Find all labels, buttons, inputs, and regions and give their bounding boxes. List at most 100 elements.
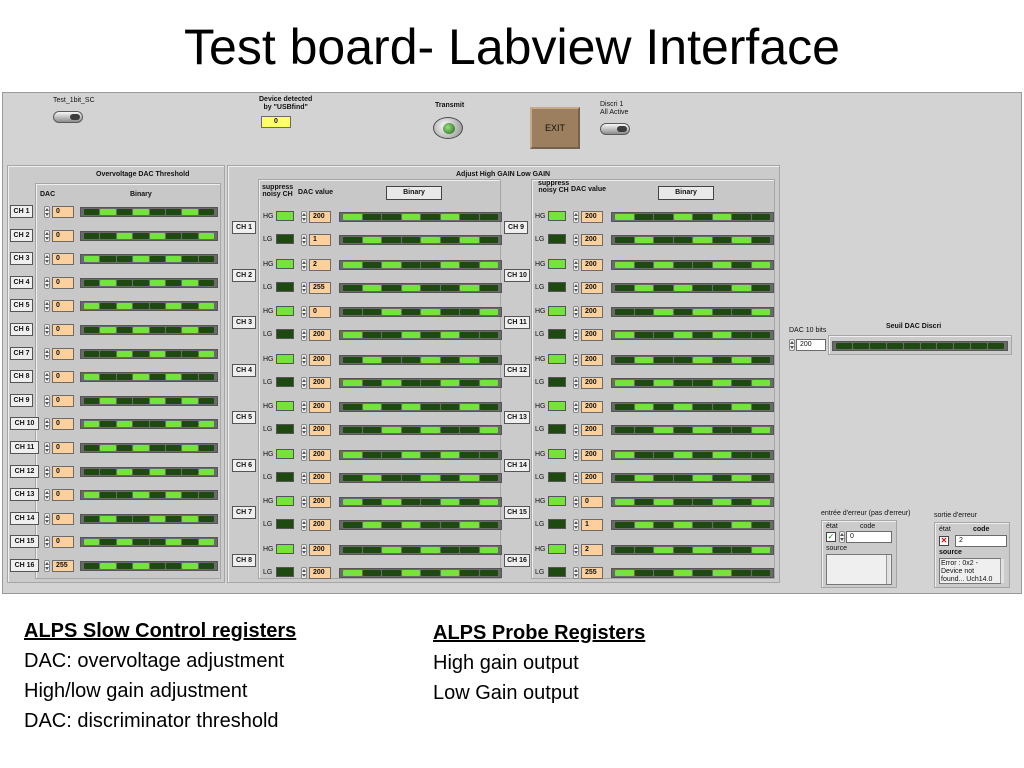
ov-dac-value[interactable]: 0 [52, 371, 74, 384]
error-in-status-check-icon[interactable]: ✓ [826, 532, 836, 542]
gain-dac-spinner[interactable] [301, 448, 307, 461]
suppress-noisy-led[interactable] [548, 281, 566, 292]
suppress-noisy-led[interactable] [548, 401, 566, 411]
ov-dac-value[interactable]: 0 [52, 394, 74, 407]
gain-dac-spinner[interactable] [573, 353, 579, 366]
suppress-noisy-led[interactable] [276, 234, 294, 244]
suppress-noisy-led[interactable] [276, 448, 294, 459]
gain-dac-spinner[interactable] [301, 211, 307, 223]
ov-dac-value[interactable]: 0 [52, 489, 74, 502]
ov-dac-spinner[interactable] [44, 560, 50, 572]
ov-dac-spinner[interactable] [44, 206, 50, 218]
gain-dac-spinner[interactable] [573, 519, 579, 531]
gain-dac-value[interactable]: 200 [581, 401, 603, 413]
ov-dac-spinner[interactable] [44, 418, 50, 431]
ov-dac-spinner[interactable] [44, 465, 50, 478]
error-in-source-field[interactable] [826, 554, 892, 585]
ov-dac-value[interactable]: 255 [52, 560, 74, 572]
gain-dac-spinner[interactable] [573, 306, 579, 318]
gain-dac-spinner[interactable] [301, 353, 307, 366]
gain-dac-spinner[interactable] [573, 401, 579, 413]
gain-dac-value[interactable]: 200 [581, 448, 603, 461]
ov-dac-spinner[interactable] [44, 536, 50, 549]
gain-dac-value[interactable]: 200 [309, 519, 331, 531]
ov-dac-spinner[interactable] [44, 253, 50, 266]
suppress-noisy-led[interactable] [276, 496, 294, 506]
gain-dac-value[interactable]: 1 [581, 519, 603, 531]
suppress-noisy-led[interactable] [276, 424, 294, 434]
gain-dac-value[interactable]: 200 [309, 376, 331, 389]
gain-dac-spinner[interactable] [573, 329, 579, 341]
transmit-button[interactable] [433, 117, 463, 139]
gain-dac-value[interactable]: 200 [309, 353, 331, 366]
suppress-noisy-led[interactable] [548, 543, 566, 554]
suppress-noisy-led[interactable] [548, 234, 566, 244]
discri-toggle[interactable] [600, 123, 630, 135]
gain-dac-spinner[interactable] [301, 258, 307, 271]
gain-dac-value[interactable]: 2 [309, 258, 331, 271]
gain-dac-spinner[interactable] [301, 471, 307, 484]
ov-dac-spinner[interactable] [44, 489, 50, 502]
suppress-noisy-led[interactable] [548, 471, 566, 482]
gain-dac-spinner[interactable] [301, 281, 307, 294]
suppress-noisy-led[interactable] [276, 281, 294, 292]
suppress-noisy-led[interactable] [548, 211, 566, 221]
gain-dac-spinner[interactable] [573, 471, 579, 484]
error-in-code-value[interactable]: 0 [846, 531, 892, 543]
ov-dac-value[interactable]: 0 [52, 276, 74, 289]
suppress-noisy-led[interactable] [276, 543, 294, 554]
suppress-noisy-led[interactable] [276, 306, 294, 316]
gain-dac-spinner[interactable] [301, 543, 307, 556]
suppress-noisy-led[interactable] [276, 376, 294, 387]
suppress-noisy-led[interactable] [548, 258, 566, 269]
suppress-noisy-led[interactable] [548, 376, 566, 387]
ov-dac-spinner[interactable] [44, 229, 50, 242]
suppress-noisy-led[interactable] [548, 496, 566, 506]
suppress-noisy-led[interactable] [548, 353, 566, 364]
gain-dac-value[interactable]: 200 [309, 401, 331, 413]
suppress-noisy-led[interactable] [548, 424, 566, 434]
suppress-noisy-led[interactable] [276, 258, 294, 269]
gain-dac-value[interactable]: 200 [581, 258, 603, 271]
suppress-noisy-led[interactable] [548, 448, 566, 459]
ov-dac-value[interactable]: 0 [52, 253, 74, 266]
gain-dac-spinner[interactable] [573, 543, 579, 556]
gain-dac-value[interactable]: 200 [309, 329, 331, 341]
gain-dac-spinner[interactable] [301, 306, 307, 318]
error-out-scrollbar[interactable] [1000, 559, 1004, 583]
ov-dac-value[interactable]: 0 [52, 418, 74, 431]
suppress-noisy-led[interactable] [276, 519, 294, 529]
ov-dac-spinner[interactable] [44, 442, 50, 454]
gain-dac-spinner[interactable] [301, 566, 307, 579]
suppress-noisy-led[interactable] [548, 519, 566, 529]
suppress-noisy-led[interactable] [276, 566, 294, 577]
gain-dac-value[interactable]: 200 [581, 471, 603, 484]
suppress-noisy-led[interactable] [548, 306, 566, 316]
gain-dac-value[interactable]: 200 [309, 424, 331, 436]
gain-dac-value[interactable]: 1 [309, 234, 331, 246]
gain-dac-value[interactable]: 200 [581, 376, 603, 389]
seuil-value[interactable]: 200 [796, 339, 826, 351]
gain-dac-spinner[interactable] [301, 519, 307, 531]
ov-dac-spinner[interactable] [44, 347, 50, 360]
test-bit-toggle[interactable] [53, 111, 83, 123]
gain-dac-spinner[interactable] [573, 566, 579, 579]
suppress-noisy-led[interactable] [548, 329, 566, 339]
gain-dac-spinner[interactable] [301, 424, 307, 436]
ov-dac-value[interactable]: 0 [52, 229, 74, 242]
gain-dac-spinner[interactable] [573, 496, 579, 508]
gain-dac-spinner[interactable] [301, 376, 307, 389]
gain-dac-value[interactable]: 0 [581, 496, 603, 508]
ov-dac-value[interactable]: 0 [52, 324, 74, 336]
gain-dac-spinner[interactable] [573, 376, 579, 389]
exit-button[interactable]: EXIT [530, 107, 580, 149]
gain-dac-value[interactable]: 200 [309, 496, 331, 508]
ov-dac-value[interactable]: 0 [52, 442, 74, 454]
gain-dac-spinner[interactable] [301, 234, 307, 246]
gain-dac-value[interactable]: 200 [309, 471, 331, 484]
gain-dac-spinner[interactable] [301, 329, 307, 341]
gain-dac-value[interactable]: 200 [581, 281, 603, 294]
gain-dac-value[interactable]: 200 [581, 424, 603, 436]
gain-dac-value[interactable]: 200 [581, 211, 603, 223]
gain-dac-value[interactable]: 0 [309, 306, 331, 318]
